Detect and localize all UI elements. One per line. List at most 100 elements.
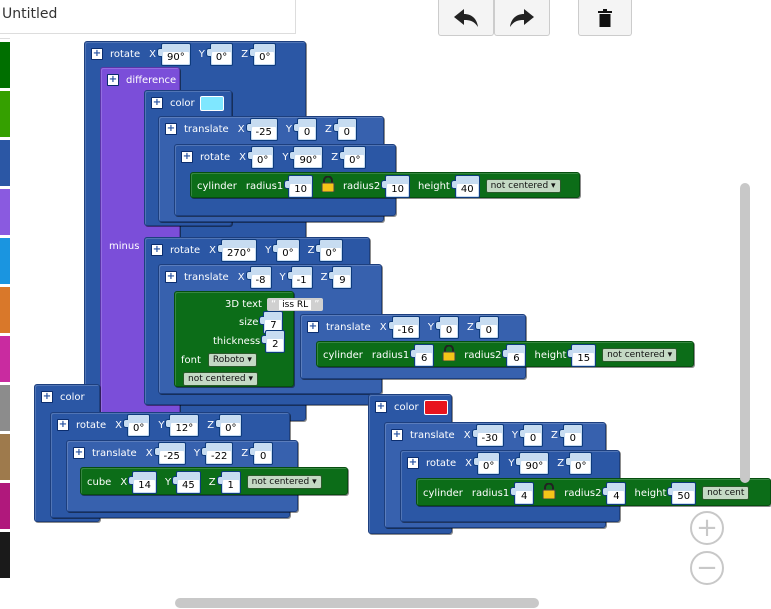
zoom-in-button[interactable]: + (690, 511, 724, 545)
expand-button[interactable]: + (73, 447, 85, 459)
expand-button[interactable]: + (41, 391, 53, 403)
expand-button[interactable]: + (165, 123, 177, 135)
expand-button[interactable]: + (57, 419, 69, 431)
rotate-x-input[interactable]: 0° (246, 145, 275, 169)
block-workspace[interactable]: + rotate X 90° Y 0° Z 0° + difference mi… (10, 38, 771, 609)
translate-x-input[interactable]: -30 (471, 423, 504, 447)
color-swatch[interactable] (423, 399, 448, 415)
translate-z-input[interactable]: 0 (249, 441, 274, 465)
value: 0° (571, 460, 591, 473)
height-input[interactable]: 50 (667, 481, 697, 505)
text3d-block[interactable]: 3D text “iss RL” size 7 thickness 2 font… (174, 291, 324, 387)
category-tab[interactable] (0, 189, 10, 235)
radius1-input[interactable]: 10 (284, 174, 313, 198)
translate-x-input[interactable]: -16 (387, 315, 420, 339)
category-tab[interactable] (0, 238, 10, 284)
rotate-y-input[interactable]: 0° (205, 42, 234, 66)
redo-button[interactable] (494, 0, 550, 36)
rotate-z-input[interactable]: 0° (315, 238, 343, 262)
horizontal-scrollbar[interactable] (175, 598, 539, 608)
rotate-x-input[interactable]: 90° (157, 42, 191, 66)
translate-z-input[interactable]: 0 (332, 117, 357, 141)
expand-button[interactable]: + (91, 48, 103, 60)
expand-button[interactable]: + (391, 429, 403, 441)
radius1-label: radius1 (371, 349, 410, 361)
rotate-y-input[interactable]: 90° (515, 451, 550, 475)
height-input[interactable]: 40 (450, 174, 480, 198)
category-tab[interactable] (0, 532, 10, 578)
center-dropdown[interactable]: not centered ▾ (485, 179, 561, 193)
cube-y-input[interactable]: 45 (172, 470, 201, 494)
cylinder-block[interactable]: cylinder radius1 6 radius2 6 height 15 n… (316, 341, 694, 367)
center-dropdown[interactable]: not centered ▾ (602, 348, 678, 362)
translate-z-input[interactable]: 0 (558, 423, 583, 447)
rotate-x-input[interactable]: 0° (472, 451, 501, 475)
category-tab[interactable] (0, 483, 10, 529)
rotate-y-input[interactable]: 90° (289, 145, 324, 169)
category-tab[interactable] (0, 140, 10, 186)
cylinder-block[interactable]: cylinder radius1 10 radius2 10 height 40… (190, 172, 580, 198)
rotate-y-input[interactable]: 12° (165, 413, 200, 437)
expand-button[interactable]: + (107, 74, 119, 86)
category-tab[interactable] (0, 91, 10, 137)
text-input[interactable]: “iss RL” (266, 297, 324, 311)
radius2-input[interactable]: 10 (381, 174, 410, 198)
expand-button[interactable]: + (407, 457, 419, 469)
center-dropdown[interactable]: not centered ▾ (183, 372, 258, 386)
expand-button[interactable]: + (151, 97, 163, 109)
translate-y-input[interactable]: 0 (435, 315, 459, 339)
zoom-out-button[interactable]: − (690, 551, 724, 585)
cube-z-input[interactable]: 1 (216, 470, 241, 494)
translate-x-input[interactable]: -8 (245, 265, 272, 289)
category-tab[interactable] (0, 42, 10, 88)
font-dropdown[interactable]: Roboto ▾ (207, 353, 257, 367)
category-tab[interactable] (0, 385, 10, 431)
value: -22 (207, 450, 232, 463)
expand-button[interactable]: + (151, 244, 163, 256)
center-dropdown[interactable]: not cent (702, 486, 750, 500)
translate-y-input[interactable]: 0 (519, 423, 543, 447)
category-tab[interactable] (0, 287, 10, 333)
rotate-z-input[interactable]: 0° (249, 42, 277, 66)
lock-icon[interactable] (321, 175, 335, 196)
center-dropdown[interactable]: not centered ▾ (246, 475, 322, 489)
vertical-scrollbar[interactable] (740, 183, 750, 483)
cube-block[interactable]: cube X 14 Y 45 Z 1 not centered ▾ (80, 467, 348, 495)
rotate-x-input[interactable]: 0° (122, 413, 151, 437)
expand-button[interactable]: + (181, 151, 193, 163)
rotate-x-input[interactable]: 270° (216, 238, 258, 262)
thickness-input[interactable]: 2 (261, 329, 286, 353)
lock-icon[interactable] (542, 482, 556, 503)
height-input[interactable]: 15 (567, 343, 597, 367)
radius2-input[interactable]: 6 (502, 343, 527, 367)
rotate-block[interactable]: + rotate X 0° Y 90° Z 0° (400, 450, 620, 522)
translate-y-input[interactable]: -1 (286, 265, 313, 289)
translate-x-input[interactable]: -25 (245, 117, 278, 141)
expand-button[interactable]: + (165, 271, 177, 283)
translate-z-input[interactable]: 0 (474, 315, 499, 339)
rotate-z-input[interactable]: 0° (339, 145, 367, 169)
value: -1 (292, 274, 311, 287)
rotate-z-input[interactable]: 0° (215, 413, 243, 437)
size-input[interactable]: 7 (259, 310, 284, 334)
color-swatch[interactable] (199, 95, 224, 111)
translate-y-input[interactable]: 0 (293, 117, 317, 141)
rotate-y-input[interactable]: 0° (272, 238, 300, 262)
expand-button[interactable]: + (307, 321, 319, 333)
project-title[interactable]: Untitled (0, 0, 296, 34)
expand-button[interactable]: + (375, 401, 387, 413)
cube-x-input[interactable]: 14 (128, 470, 157, 494)
category-tab[interactable] (0, 336, 10, 382)
radius2-input[interactable]: 4 (602, 481, 627, 505)
cylinder-block[interactable]: cylinder radius1 4 radius2 4 height 50 n… (416, 478, 771, 506)
undo-button[interactable] (438, 0, 494, 36)
radius1-input[interactable]: 6 (410, 343, 435, 367)
category-tab[interactable] (0, 434, 10, 480)
translate-y-input[interactable]: -22 (200, 441, 234, 465)
radius1-input[interactable]: 4 (510, 481, 535, 505)
translate-x-input[interactable]: -25 (153, 441, 186, 465)
rotate-z-input[interactable]: 0° (565, 451, 593, 475)
translate-z-input[interactable]: 9 (328, 265, 353, 289)
lock-icon[interactable] (442, 344, 456, 365)
delete-button[interactable] (578, 0, 632, 36)
